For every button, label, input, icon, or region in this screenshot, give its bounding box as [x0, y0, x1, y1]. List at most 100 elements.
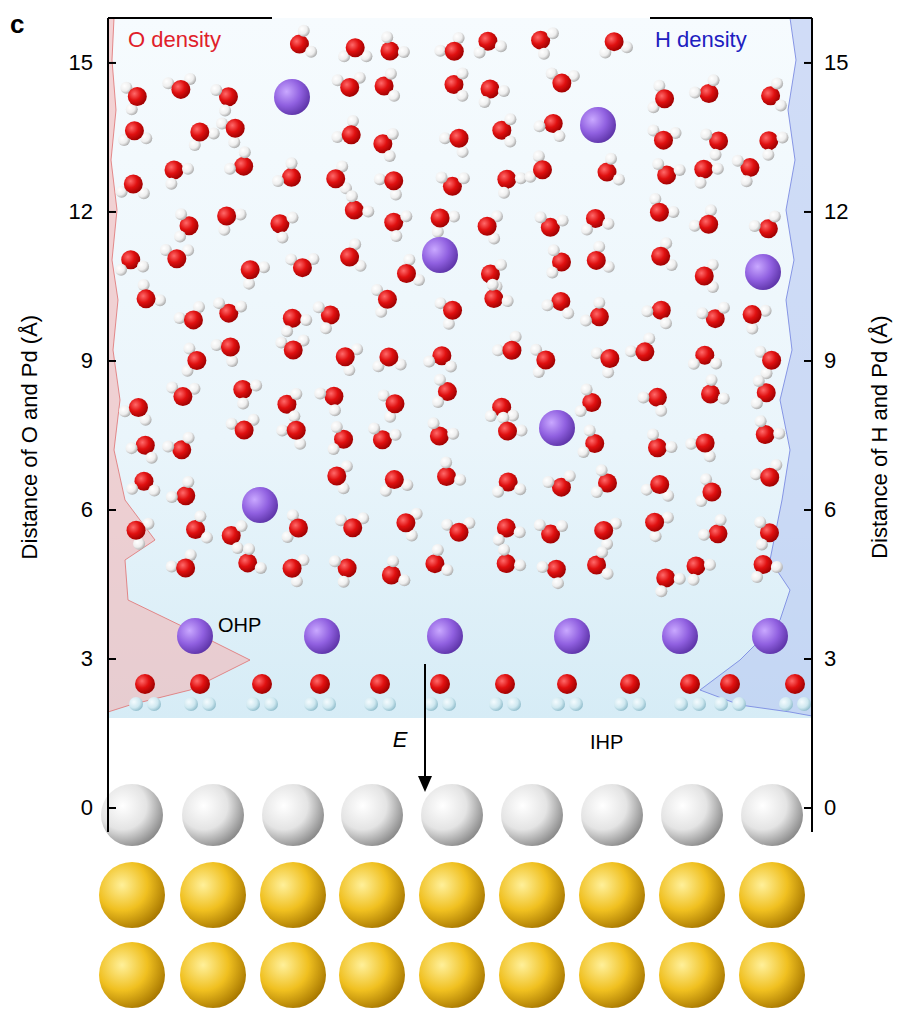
hydrogen-atom [718, 393, 730, 405]
water-molecule [120, 82, 146, 116]
hydrogen-atom [305, 46, 317, 58]
panel-letter: c [10, 10, 24, 39]
oxygen-atom [397, 264, 416, 283]
oxygen-atom [165, 160, 184, 179]
hydrogen-atom [390, 230, 402, 242]
water-molecule [444, 67, 468, 101]
oxygen-atom [502, 341, 521, 360]
oxygen-atom [287, 421, 306, 440]
oxygen-atom [128, 87, 147, 106]
oxygen-atom [762, 351, 781, 370]
tick-label: 15 [824, 51, 848, 75]
axis-line [107, 18, 109, 832]
hydrogen-atom [165, 178, 177, 190]
hydrogen-atom [432, 544, 444, 556]
water-molecule [217, 207, 246, 236]
hydrogen-atom [439, 132, 451, 144]
hydrogen-atom [456, 90, 468, 102]
hydrogen-atom [329, 404, 341, 416]
axis-frame [650, 17, 812, 19]
tick-label: 3 [824, 647, 836, 671]
hydrogen-atom [331, 421, 343, 433]
field-label: E [393, 728, 408, 752]
hydrogen-atom [400, 210, 412, 222]
water-molecule [580, 297, 609, 327]
hydrogen-atom [194, 510, 206, 522]
water-molecule [492, 472, 526, 497]
oxygen-atom [648, 388, 667, 407]
hydrogen-atom [146, 452, 158, 464]
oxygen-atom [289, 519, 308, 538]
axis-tick [804, 211, 812, 213]
oxygen-atom [587, 251, 606, 270]
hydrogen-atom [213, 297, 225, 309]
hydrogen-atom [258, 261, 270, 273]
hydrogen-atom [174, 312, 186, 324]
gold-atom [739, 942, 805, 1008]
sodium-ion [662, 618, 698, 654]
hydrogen-atom [126, 483, 138, 495]
water-molecule [384, 210, 412, 242]
hydrogen-atom [243, 543, 255, 555]
hydrogen-atom [665, 441, 677, 453]
ihp-hydrogen [614, 697, 628, 711]
hydrogen-atom [605, 153, 617, 165]
oxygen-atom [702, 483, 721, 502]
hydrogen-atom [219, 104, 231, 116]
hydrogen-atom [236, 520, 248, 532]
hydrogen-atom [700, 128, 712, 140]
gold-atom [180, 862, 246, 928]
sodium-ion [580, 107, 616, 143]
water-molecule [137, 279, 166, 308]
oxygen-atom [176, 486, 195, 505]
ihp-hydrogen [322, 697, 336, 711]
oxygen-atom [238, 553, 257, 572]
hydrogen-atom [542, 476, 554, 488]
hydrogen-atom [755, 415, 767, 427]
oxygen-atom [217, 207, 236, 226]
hydrogen-atom [492, 344, 504, 356]
hydrogen-atom [174, 231, 186, 243]
hydrogen-atom [474, 46, 486, 58]
ihp-hydrogen [246, 697, 260, 711]
palladium-atom [581, 784, 643, 846]
palladium-atom [182, 784, 244, 846]
water-molecule [331, 115, 360, 144]
sodium-ion [745, 254, 781, 290]
hydrogen-atom [492, 486, 504, 498]
hydrogen-atom [773, 427, 785, 439]
oxygen-atom [443, 301, 462, 320]
hydrogen-atom [547, 27, 559, 39]
hydrogen-atom [255, 562, 267, 574]
hydrogen-atom [126, 442, 138, 454]
hydrogen-atom [432, 396, 444, 408]
hydrogen-atom [750, 468, 762, 480]
oxygen-atom [654, 131, 673, 150]
water-molecule [732, 155, 760, 187]
hydrogen-atom [546, 267, 558, 279]
oxygen-atom [283, 309, 302, 328]
ihp-hydrogen [202, 697, 216, 711]
water-molecule [165, 160, 194, 189]
tick-label: 12 [69, 200, 93, 224]
water-molecule [327, 460, 353, 494]
hydrogen-atom [276, 424, 288, 436]
hydrogen-atom [239, 146, 251, 158]
oxygen-atom [326, 169, 345, 188]
water-molecule [761, 77, 787, 111]
ihp-oxygen [430, 674, 450, 694]
water-molecule [685, 433, 716, 462]
water-molecule [700, 128, 728, 160]
tick-label: 9 [824, 349, 836, 373]
water-molecule [695, 259, 719, 293]
hydrogen-atom [498, 187, 510, 199]
tick-label: 15 [69, 51, 93, 75]
palladium-atom [421, 784, 483, 846]
water-molecule [166, 476, 195, 505]
oxygen-atom [171, 80, 190, 99]
ihp-hydrogen [692, 697, 706, 711]
oxygen-atom [743, 305, 762, 324]
oxygen-atom [533, 160, 552, 179]
hydrogen-atom [751, 571, 763, 583]
